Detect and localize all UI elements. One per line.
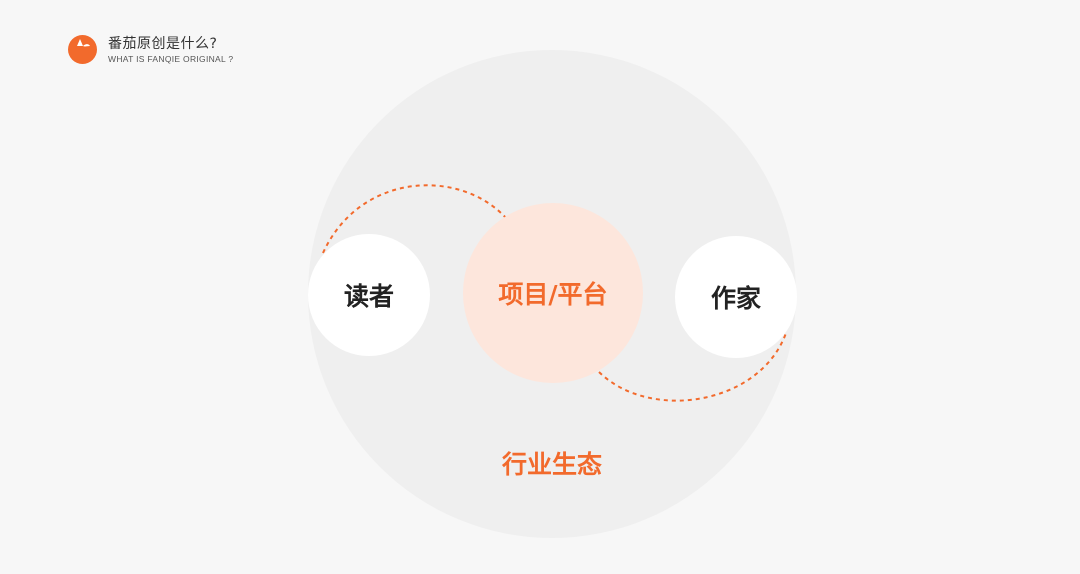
platform-label: 项目/平台 [498, 280, 608, 309]
page-title: 番茄原创是什么? [108, 36, 218, 52]
writer-node [675, 236, 797, 358]
reader-node [308, 234, 430, 356]
industry-ecosystem-label: 行业生态 [501, 450, 603, 479]
connector-arc-bottom [598, 332, 787, 402]
reader-label: 读者 [343, 282, 395, 311]
connector-arc-top [322, 184, 507, 254]
writer-label: 作家 [710, 284, 762, 313]
platform-node [463, 203, 643, 383]
tomato-logo-icon [68, 35, 97, 64]
page-subtitle: WHAT IS FANQIE ORIGINAL ? [108, 54, 234, 64]
